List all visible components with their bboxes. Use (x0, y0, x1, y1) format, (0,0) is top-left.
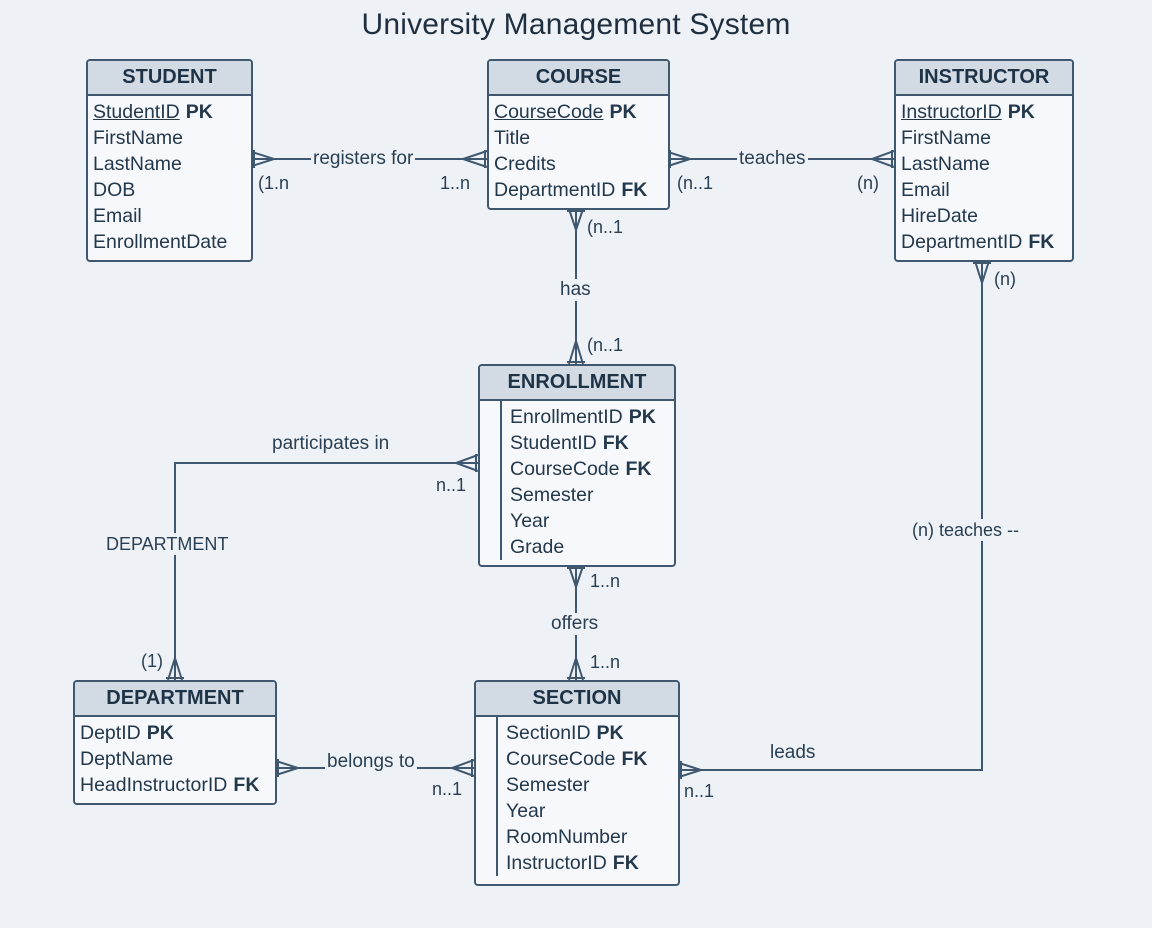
attribute: HireDate (901, 205, 978, 227)
cardinality-label: (n) (994, 269, 1016, 289)
teaches-label: teaches (737, 148, 808, 170)
has-label: has (558, 279, 593, 301)
crowfoot-course-right (667, 150, 694, 168)
section-entity-name: SECTION (476, 682, 678, 717)
cardinality-label: 1..n (590, 652, 621, 672)
student-entity-name: STUDENT (88, 61, 251, 96)
attribute: FirstName (93, 127, 183, 149)
attribute: Email (901, 179, 950, 201)
attribute: FirstName (901, 127, 991, 149)
offers-label: offers (549, 613, 601, 635)
cardinality-label: (1.n (258, 173, 290, 193)
cardinality-label: (1) (141, 651, 163, 671)
cardinality-label: n..1 (436, 475, 467, 495)
attribute: Year (510, 510, 550, 532)
attribute: Semester (506, 774, 590, 796)
leads-label: leads (768, 742, 818, 764)
instructor-teaches-label: (n) teaches -- (910, 519, 1022, 541)
attribute: Year (506, 800, 546, 822)
crowfoot-instructor-bottom (973, 260, 991, 287)
crowfoot-section-left (449, 759, 475, 777)
attribute: Email (93, 205, 142, 227)
attribute: LastName (93, 153, 182, 175)
attribute: RoomNumber (506, 826, 628, 848)
course-entity-name: COURSE (489, 61, 668, 96)
participates-in-line (174, 462, 478, 680)
instructor-entity-name: INSTRUCTOR (896, 61, 1072, 96)
registers-for-label: registers for (311, 148, 416, 170)
cardinality-label: (n..1 (677, 173, 714, 193)
attribute: Grade (510, 536, 565, 558)
attribute: DOB (93, 179, 136, 201)
cardinality-label: (n..1 (587, 335, 624, 355)
crowfoot-instructor-left (869, 150, 895, 168)
attribute: Credits (494, 153, 556, 175)
diagram-title: University Management System (361, 8, 791, 41)
belongs-to-label: belongs to (325, 751, 417, 773)
crowfoot-department-top (166, 654, 184, 681)
crowfoot-enrollment-left (453, 454, 479, 472)
leads-line (679, 261, 983, 771)
crowfoot-course-left (459, 150, 488, 168)
cardinality-label: n..1 (432, 779, 463, 799)
department-entity-name: DEPARTMENT (75, 682, 275, 717)
cardinality-label: (n..1 (587, 217, 624, 237)
attribute: DeptName (80, 748, 174, 770)
crowfoot-student-right (251, 150, 278, 168)
attribute: LastName (901, 153, 990, 175)
cardinality-label: 1..n (440, 173, 471, 193)
cardinality-label: n..1 (684, 781, 715, 801)
participates-in-label: participates in (270, 433, 392, 455)
cardinality-label: 1..n (590, 571, 621, 591)
attribute: EnrollmentDate (93, 231, 228, 253)
crowfoot-course-bottom (567, 208, 585, 234)
crowfoot-enrollment-bottom (567, 565, 585, 591)
crowfoot-section-right (678, 761, 705, 779)
attribute: Semester (510, 484, 594, 506)
cardinality-label: (n) (857, 173, 879, 193)
enrollment-entity-name: ENROLLMENT (480, 366, 674, 401)
crowfoot-enrollment-top (567, 337, 585, 365)
attribute: Title (494, 127, 531, 149)
crowfoot-section-top (567, 654, 585, 681)
crowfoot-department-right (275, 759, 302, 777)
department-link-label: DEPARTMENT (104, 533, 231, 555)
